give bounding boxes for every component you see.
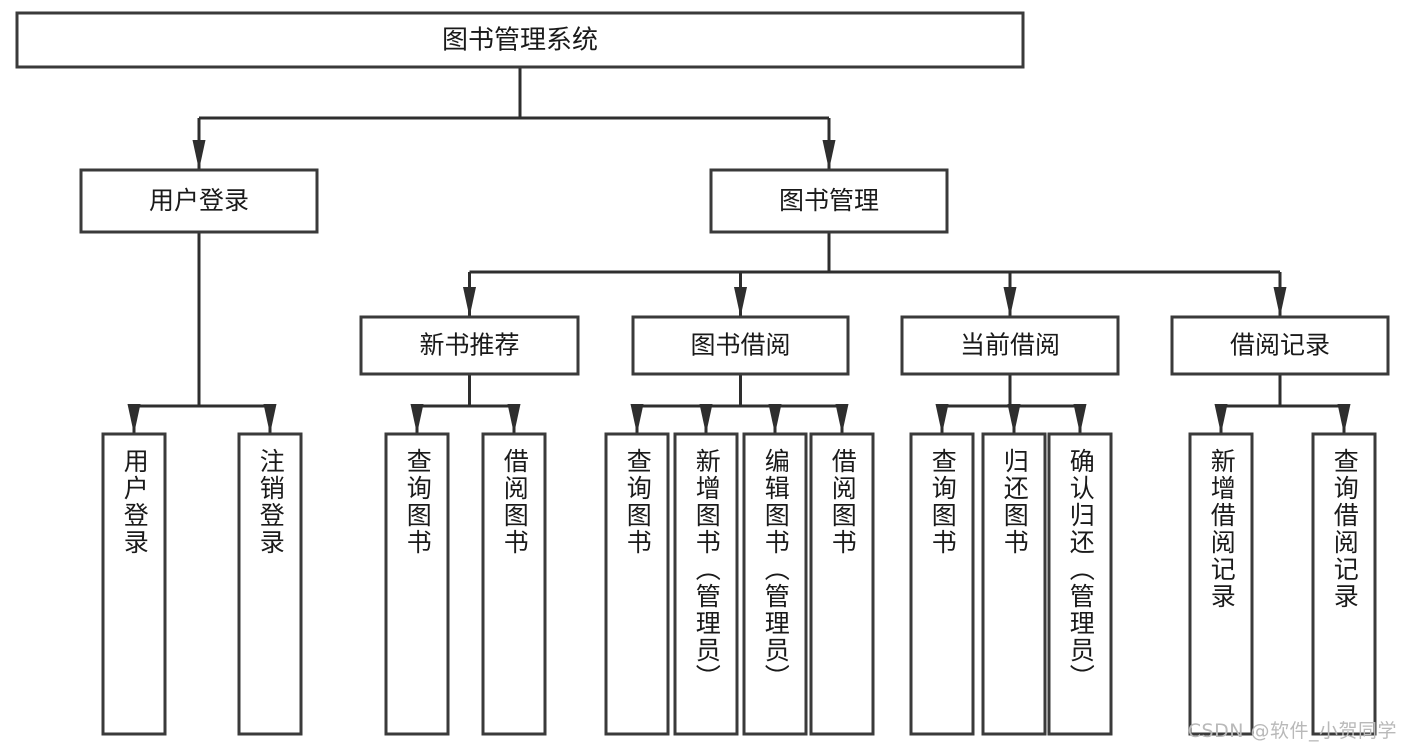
node-box-book-borrow (631, 315, 850, 376)
node-box-current-borrow (900, 315, 1120, 376)
connectors-layer (127, 67, 1351, 434)
node-box-leaf-borrow-book-1 (481, 432, 547, 736)
node-label-new-book-rec: 新书推荐 (419, 331, 519, 360)
node-label-root: 图书管理系统 (442, 26, 598, 56)
node-label-user-login: 用户登录 (149, 186, 249, 215)
arrow-head-icon (734, 287, 747, 317)
arrow-head-icon (630, 404, 644, 434)
node-box-leaf-add-record (1188, 432, 1254, 736)
node-label-borrow-record: 借阅记录 (1230, 331, 1330, 360)
node-box-leaf-return-book (981, 432, 1047, 736)
arrow-head-icon (1003, 287, 1017, 317)
arrow-head-icon (1337, 404, 1351, 434)
node-box-book-manage (709, 168, 949, 234)
node-box-leaf-borrow-book-2 (809, 432, 875, 736)
csdn-watermark: CSDN @软件_小贺同学 (1187, 720, 1397, 742)
arrow-head-icon (1073, 404, 1087, 434)
arrow-head-icon (507, 404, 521, 434)
node-box-leaf-query-book-1 (384, 432, 450, 736)
node-box-user-login (79, 168, 319, 234)
node-label-book-manage: 图书管理 (779, 186, 879, 215)
node-label-current-borrow: 当前借阅 (960, 331, 1060, 360)
node-box-leaf-user-logout (237, 432, 303, 736)
arrow-head-icon (1007, 404, 1021, 434)
arrow-head-icon (1214, 404, 1228, 434)
node-box-leaf-query-book-3 (909, 432, 975, 736)
boxes-layer (15, 11, 1390, 736)
arrow-head-icon (935, 404, 949, 434)
node-box-leaf-query-book-2 (604, 432, 670, 736)
node-box-borrow-record (1170, 315, 1390, 376)
node-box-new-book-rec (359, 315, 580, 376)
node-label-book-borrow: 图书借阅 (690, 331, 790, 360)
arrow-head-icon (699, 404, 713, 434)
arrow-head-icon (1273, 287, 1287, 317)
node-box-leaf-confirm-return (1047, 432, 1113, 736)
node-box-leaf-add-book (673, 432, 739, 736)
arrow-head-icon (835, 404, 849, 434)
node-box-leaf-query-record (1311, 432, 1377, 736)
node-box-root (15, 11, 1025, 69)
arrow-head-icon (822, 140, 836, 170)
arrow-head-icon (263, 404, 277, 434)
arrow-head-icon (768, 404, 782, 434)
arrow-head-icon (463, 287, 476, 317)
arrow-head-icon (192, 140, 206, 170)
arrow-head-icon (410, 404, 424, 434)
arrow-head-icon (127, 404, 141, 434)
node-box-leaf-edit-book (742, 432, 808, 736)
node-box-leaf-user-login (101, 432, 167, 736)
